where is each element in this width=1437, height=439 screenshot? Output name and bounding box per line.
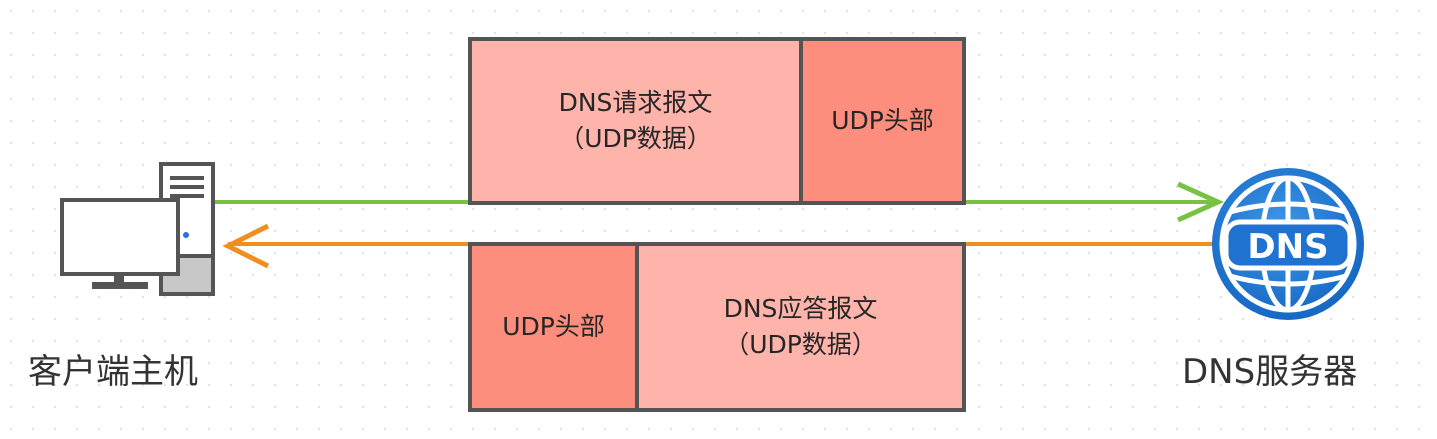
server-label: DNS服务器 [1182,352,1358,392]
client-label: 客户端主机 [28,352,198,392]
response-arrowhead-icon [222,223,270,269]
dns-badge-text: DNS [1247,227,1328,267]
request-data-title: DNS请求报文 [558,87,713,117]
desktop-computer-icon [60,162,215,296]
dns-globe-icon: DNS [1212,168,1364,320]
request-udp-header-label: UDP头部 [831,105,934,135]
response-data-title: DNS应答报文 [723,293,878,323]
response-data-subtitle: （UDP数据） [724,330,877,359]
request-arrowhead-icon [1176,181,1225,223]
response-dns-data-cell: DNS应答报文 （UDP数据） [639,246,962,408]
request-packet: DNS请求报文 （UDP数据） UDP头部 [468,37,966,205]
request-dns-data-cell: DNS请求报文 （UDP数据） [472,41,803,201]
request-udp-header-cell: UDP头部 [803,41,962,201]
response-packet: UDP头部 DNS应答报文 （UDP数据） [468,242,966,412]
response-udp-header-label: UDP头部 [502,311,605,341]
response-udp-header-cell: UDP头部 [472,246,639,408]
request-data-subtitle: （UDP数据） [559,124,712,153]
